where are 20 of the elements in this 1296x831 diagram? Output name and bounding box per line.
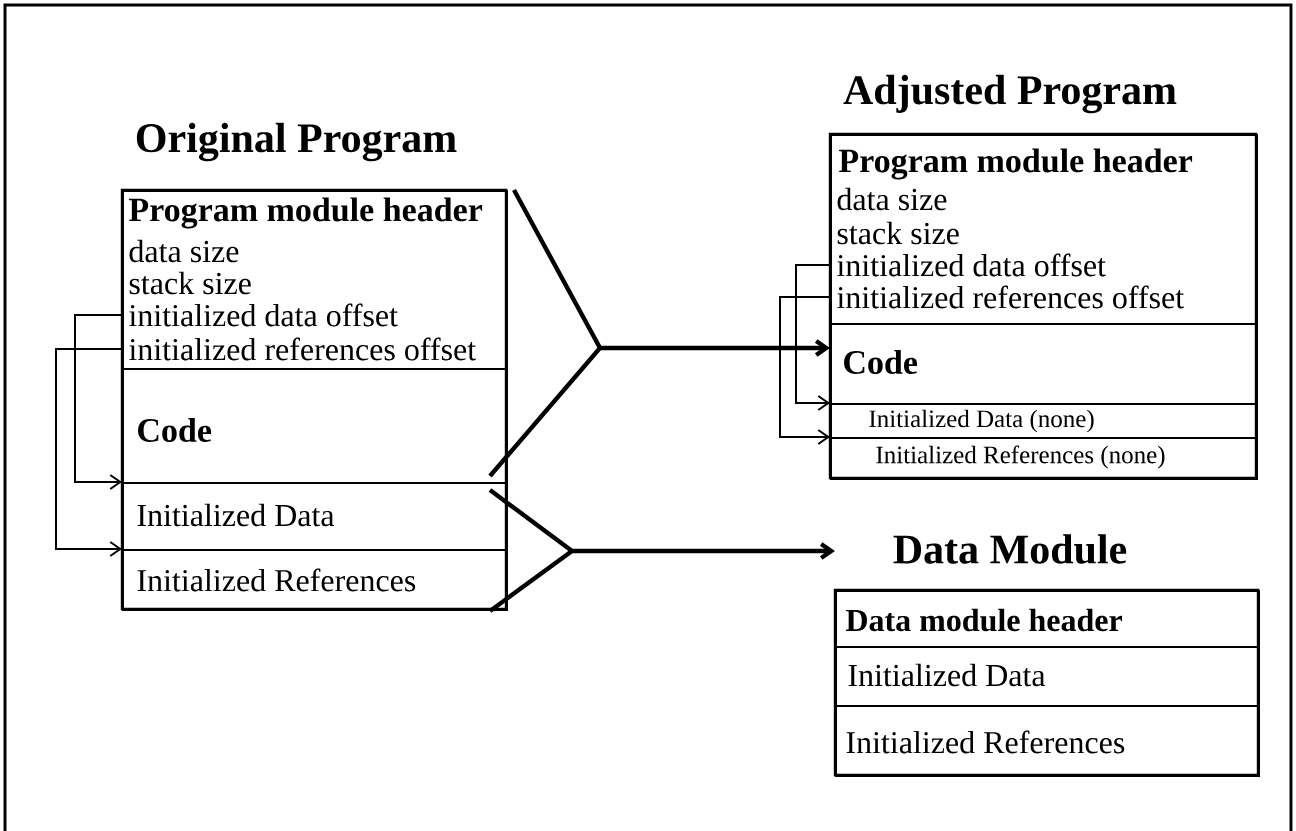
arrow: [74, 314, 123, 490]
table-cell: Initialized References (none): [830, 437, 1258, 480]
table-cell: Code: [830, 323, 1258, 405]
table-cell: Program module header data size stack size initialized data offset initialized references offset: [122, 190, 508, 370]
table-cell: Initialized References: [122, 549, 508, 611]
bracket-arrow: [487, 487, 835, 614]
bracket-arrow: [487, 187, 830, 479]
table-cell: Initialized Data: [122, 482, 508, 551]
module-title: Original Program: [136, 122, 457, 162]
table-cell: Code: [122, 368, 508, 484]
arrow: [795, 264, 831, 411]
table-cell: Initialized Data: [835, 646, 1260, 707]
table-cell: Program module header data size stack size initialized data offset initialized references offset: [830, 134, 1258, 325]
arrow: [779, 296, 831, 445]
table-cell: Initialized Data (none): [830, 403, 1258, 439]
arrow: [55, 348, 123, 557]
module-title: Data Module: [893, 534, 1127, 564]
module-title: Adjusted Program: [843, 74, 1177, 114]
table-cell: Data module header: [835, 590, 1260, 648]
table-cell: Initialized References: [835, 705, 1260, 777]
